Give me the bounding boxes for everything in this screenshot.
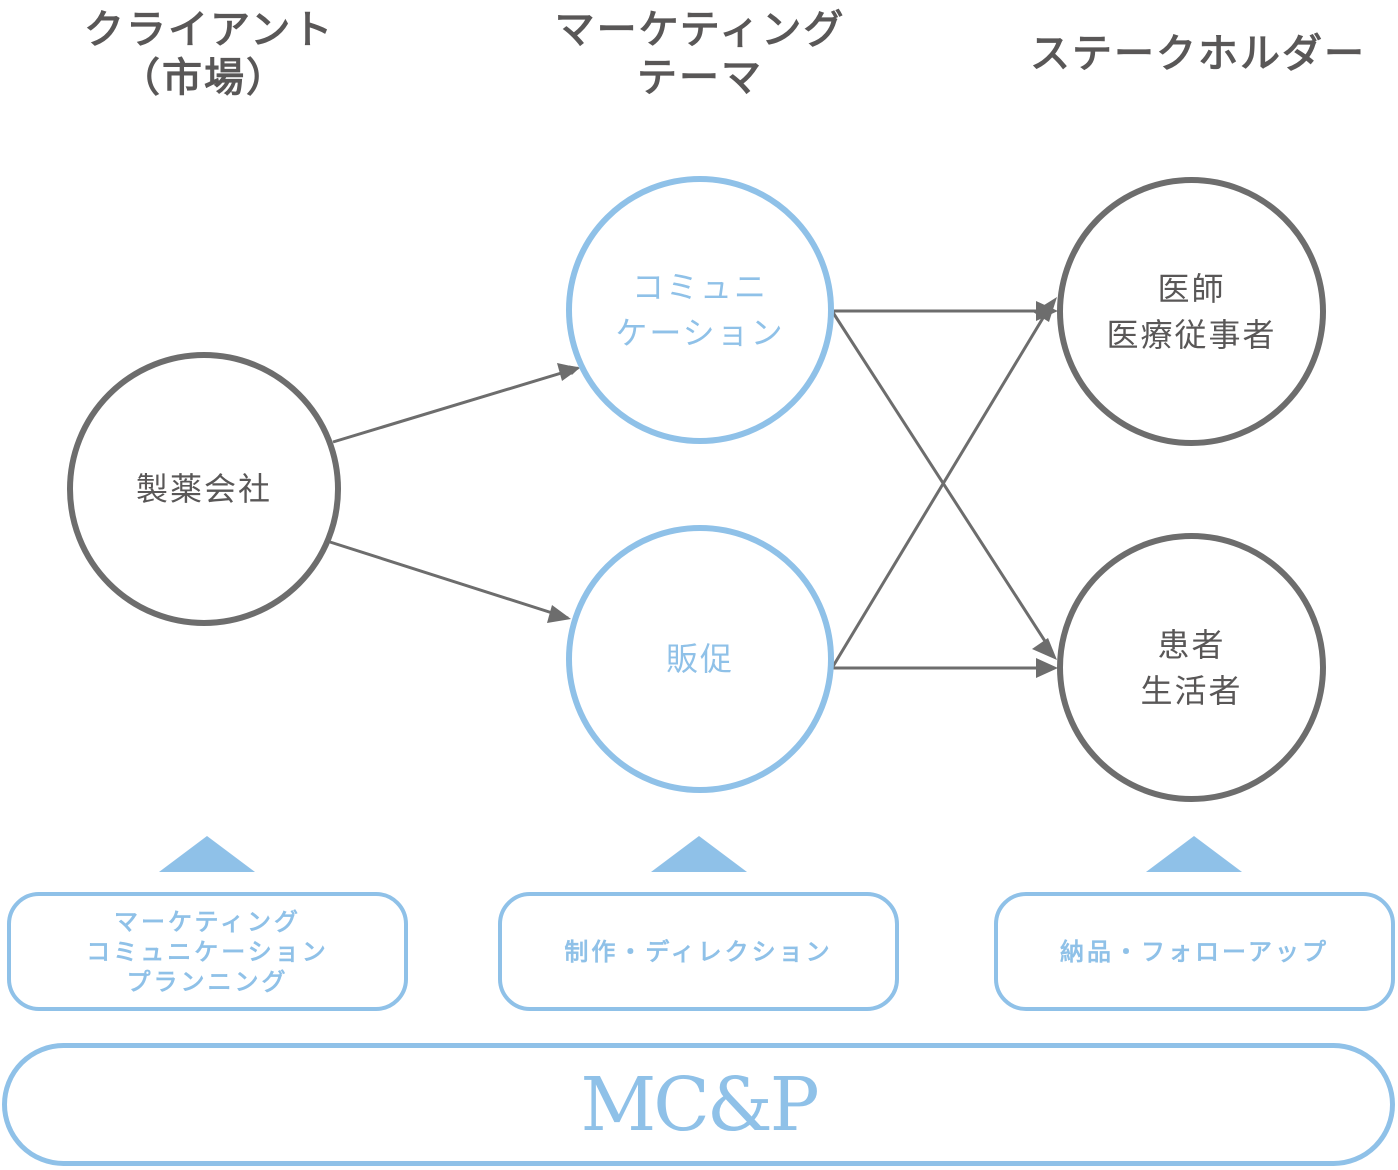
service-planning-line2: コミュニケーション [86, 936, 329, 966]
node-promotion: 販促 [566, 525, 834, 793]
arrowhead-5 [1033, 297, 1057, 322]
arrow-pharma-to-communication [332, 365, 580, 444]
arrowhead-4 [1032, 638, 1057, 660]
node-patients: 患者 生活者 [1057, 533, 1326, 802]
arrowhead-2 [547, 605, 571, 623]
node-patients-line2: 生活者 [1140, 671, 1243, 710]
service-planning-line3: プランニング [126, 966, 289, 996]
triangle-up-icon [1146, 836, 1242, 872]
header-theme: マーケティング テーマ [550, 6, 850, 102]
arrowhead-1 [557, 363, 580, 381]
triangle-up-icon [651, 836, 747, 872]
header-theme-line1: マーケティング [554, 6, 846, 53]
service-delivery-label: 納品・フォローアップ [1059, 936, 1330, 966]
header-client-line1: クライアント [84, 6, 335, 53]
brand-logo: MC&P [580, 1061, 819, 1148]
triangle-up-icon [159, 836, 255, 872]
header-client: クライアント （市場） [84, 6, 335, 102]
node-pharma-label: 製薬会社 [135, 470, 272, 508]
node-doctors-line2: 医療従事者 [1106, 315, 1277, 354]
node-communication-line2: ケーション [615, 314, 785, 352]
service-production-label: 制作・ディレクション [564, 936, 833, 966]
service-planning-line1: マーケティング [113, 906, 302, 936]
arrow-pharma-to-promotion [329, 540, 569, 620]
node-doctors-line1: 医師 [1157, 269, 1226, 308]
header-theme-line2: テーマ [637, 54, 763, 101]
header-stakeholder: ステークホルダー [1030, 30, 1366, 78]
service-production: 制作・ディレクション [498, 892, 899, 1011]
node-pharma-company: 製薬会社 [67, 352, 341, 626]
header-stakeholder-line1: ステークホルダー [1030, 30, 1366, 77]
arrow-promotion-to-doctors [830, 302, 1054, 669]
node-promotion-label: 販促 [665, 640, 734, 678]
header-client-line2: （市場） [120, 54, 288, 101]
service-delivery: 納品・フォローアップ [994, 892, 1395, 1011]
node-communication: コミュニ ケーション [566, 176, 834, 444]
node-patients-line1: 患者 [1157, 625, 1226, 664]
brand-base-bar: MC&P [2, 1043, 1395, 1166]
arrow-communication-to-patients [830, 310, 1054, 653]
node-doctors: 医師 医療従事者 [1057, 177, 1326, 446]
service-planning: マーケティング コミュニケーション プランニング [7, 892, 408, 1011]
node-communication-line1: コミュニ [631, 268, 768, 306]
arrowhead-6 [1036, 658, 1058, 678]
